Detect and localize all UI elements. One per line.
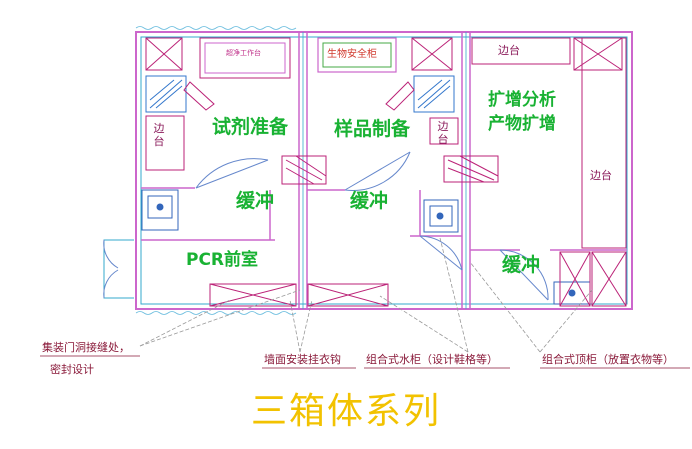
callout-water-cabinet: 组合式水柜（设计鞋格等） xyxy=(366,353,498,366)
room-label-sample-prep: 样品制备 xyxy=(334,118,411,140)
room-label-buffer-3: 缓冲 xyxy=(502,254,541,276)
sinks xyxy=(141,189,591,305)
biosafety-cabinet xyxy=(317,37,397,73)
bench-label-1: 边台 xyxy=(153,122,165,148)
callout-seal-design: 密封设计 xyxy=(50,363,94,376)
outer-walls xyxy=(135,26,633,315)
partition-walls xyxy=(298,31,471,310)
callout-top-cabinet: 组合式顶柜（放置衣物等） xyxy=(542,353,674,366)
benches xyxy=(145,37,627,249)
callout-container-seam: 集装门洞接缝处， xyxy=(42,341,130,354)
buffer-walls xyxy=(141,187,627,251)
top-cabinets xyxy=(145,37,623,71)
leader-lines xyxy=(139,237,593,353)
bench-label-4: 边台 xyxy=(437,120,449,146)
room-label-buffer-2: 缓冲 xyxy=(350,190,389,212)
room-label-buffer-1: 缓冲 xyxy=(236,190,275,212)
cabinet-tiny-label: 超净工作台 xyxy=(226,49,261,57)
callout-wall-hooks: 墙面安装挂衣钩 xyxy=(264,353,341,366)
bench-label-2: 边台 xyxy=(498,44,520,57)
room-label-amplification-1: 扩增分析 xyxy=(488,90,556,110)
door-swings xyxy=(103,151,549,301)
room-label-pcr-anteroom: PCR前室 xyxy=(186,250,259,270)
biosafety-sign-label: 生物安全柜 xyxy=(327,49,377,60)
bottom-cabinets xyxy=(209,251,627,307)
bench-label-3: 边台 xyxy=(590,169,612,182)
wall-hooks xyxy=(281,155,499,185)
series-caption: 三箱体系列 xyxy=(250,391,441,432)
callout-underlines xyxy=(40,355,690,369)
equipment xyxy=(145,75,455,113)
room-label-amplification-2: 产物扩增 xyxy=(488,114,556,134)
room-label-reagent-prep: 试剂准备 xyxy=(212,116,289,138)
